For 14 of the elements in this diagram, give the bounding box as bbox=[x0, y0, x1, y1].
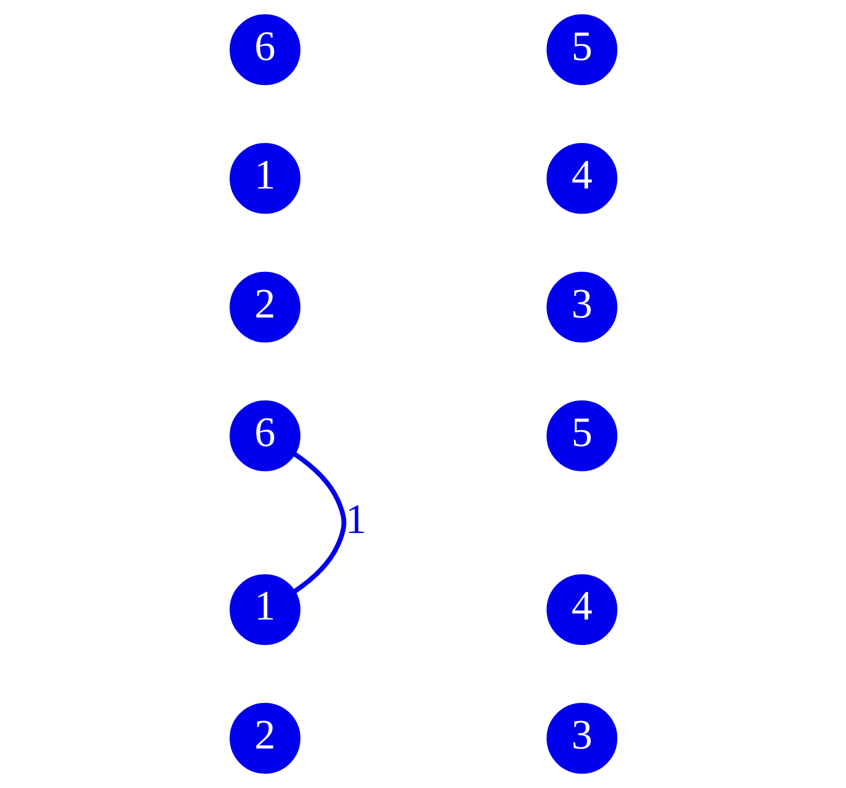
node-circle: 6 bbox=[229, 400, 300, 472]
node-circle: 2 bbox=[229, 272, 300, 343]
node-circle: 1 bbox=[229, 574, 300, 645]
node-circle: 1 bbox=[229, 143, 300, 214]
node-circle: 3 bbox=[546, 702, 617, 774]
edge-label: 1 bbox=[344, 496, 366, 543]
node-circle: 3 bbox=[546, 272, 617, 343]
node-circle: 2 bbox=[229, 702, 300, 774]
node-circle: 4 bbox=[546, 574, 617, 645]
node-circle: 6 bbox=[229, 14, 300, 86]
node-circle: 5 bbox=[546, 400, 617, 472]
node-circle: 5 bbox=[546, 14, 617, 86]
node-circle: 4 bbox=[546, 143, 617, 214]
connector bbox=[292, 452, 346, 594]
